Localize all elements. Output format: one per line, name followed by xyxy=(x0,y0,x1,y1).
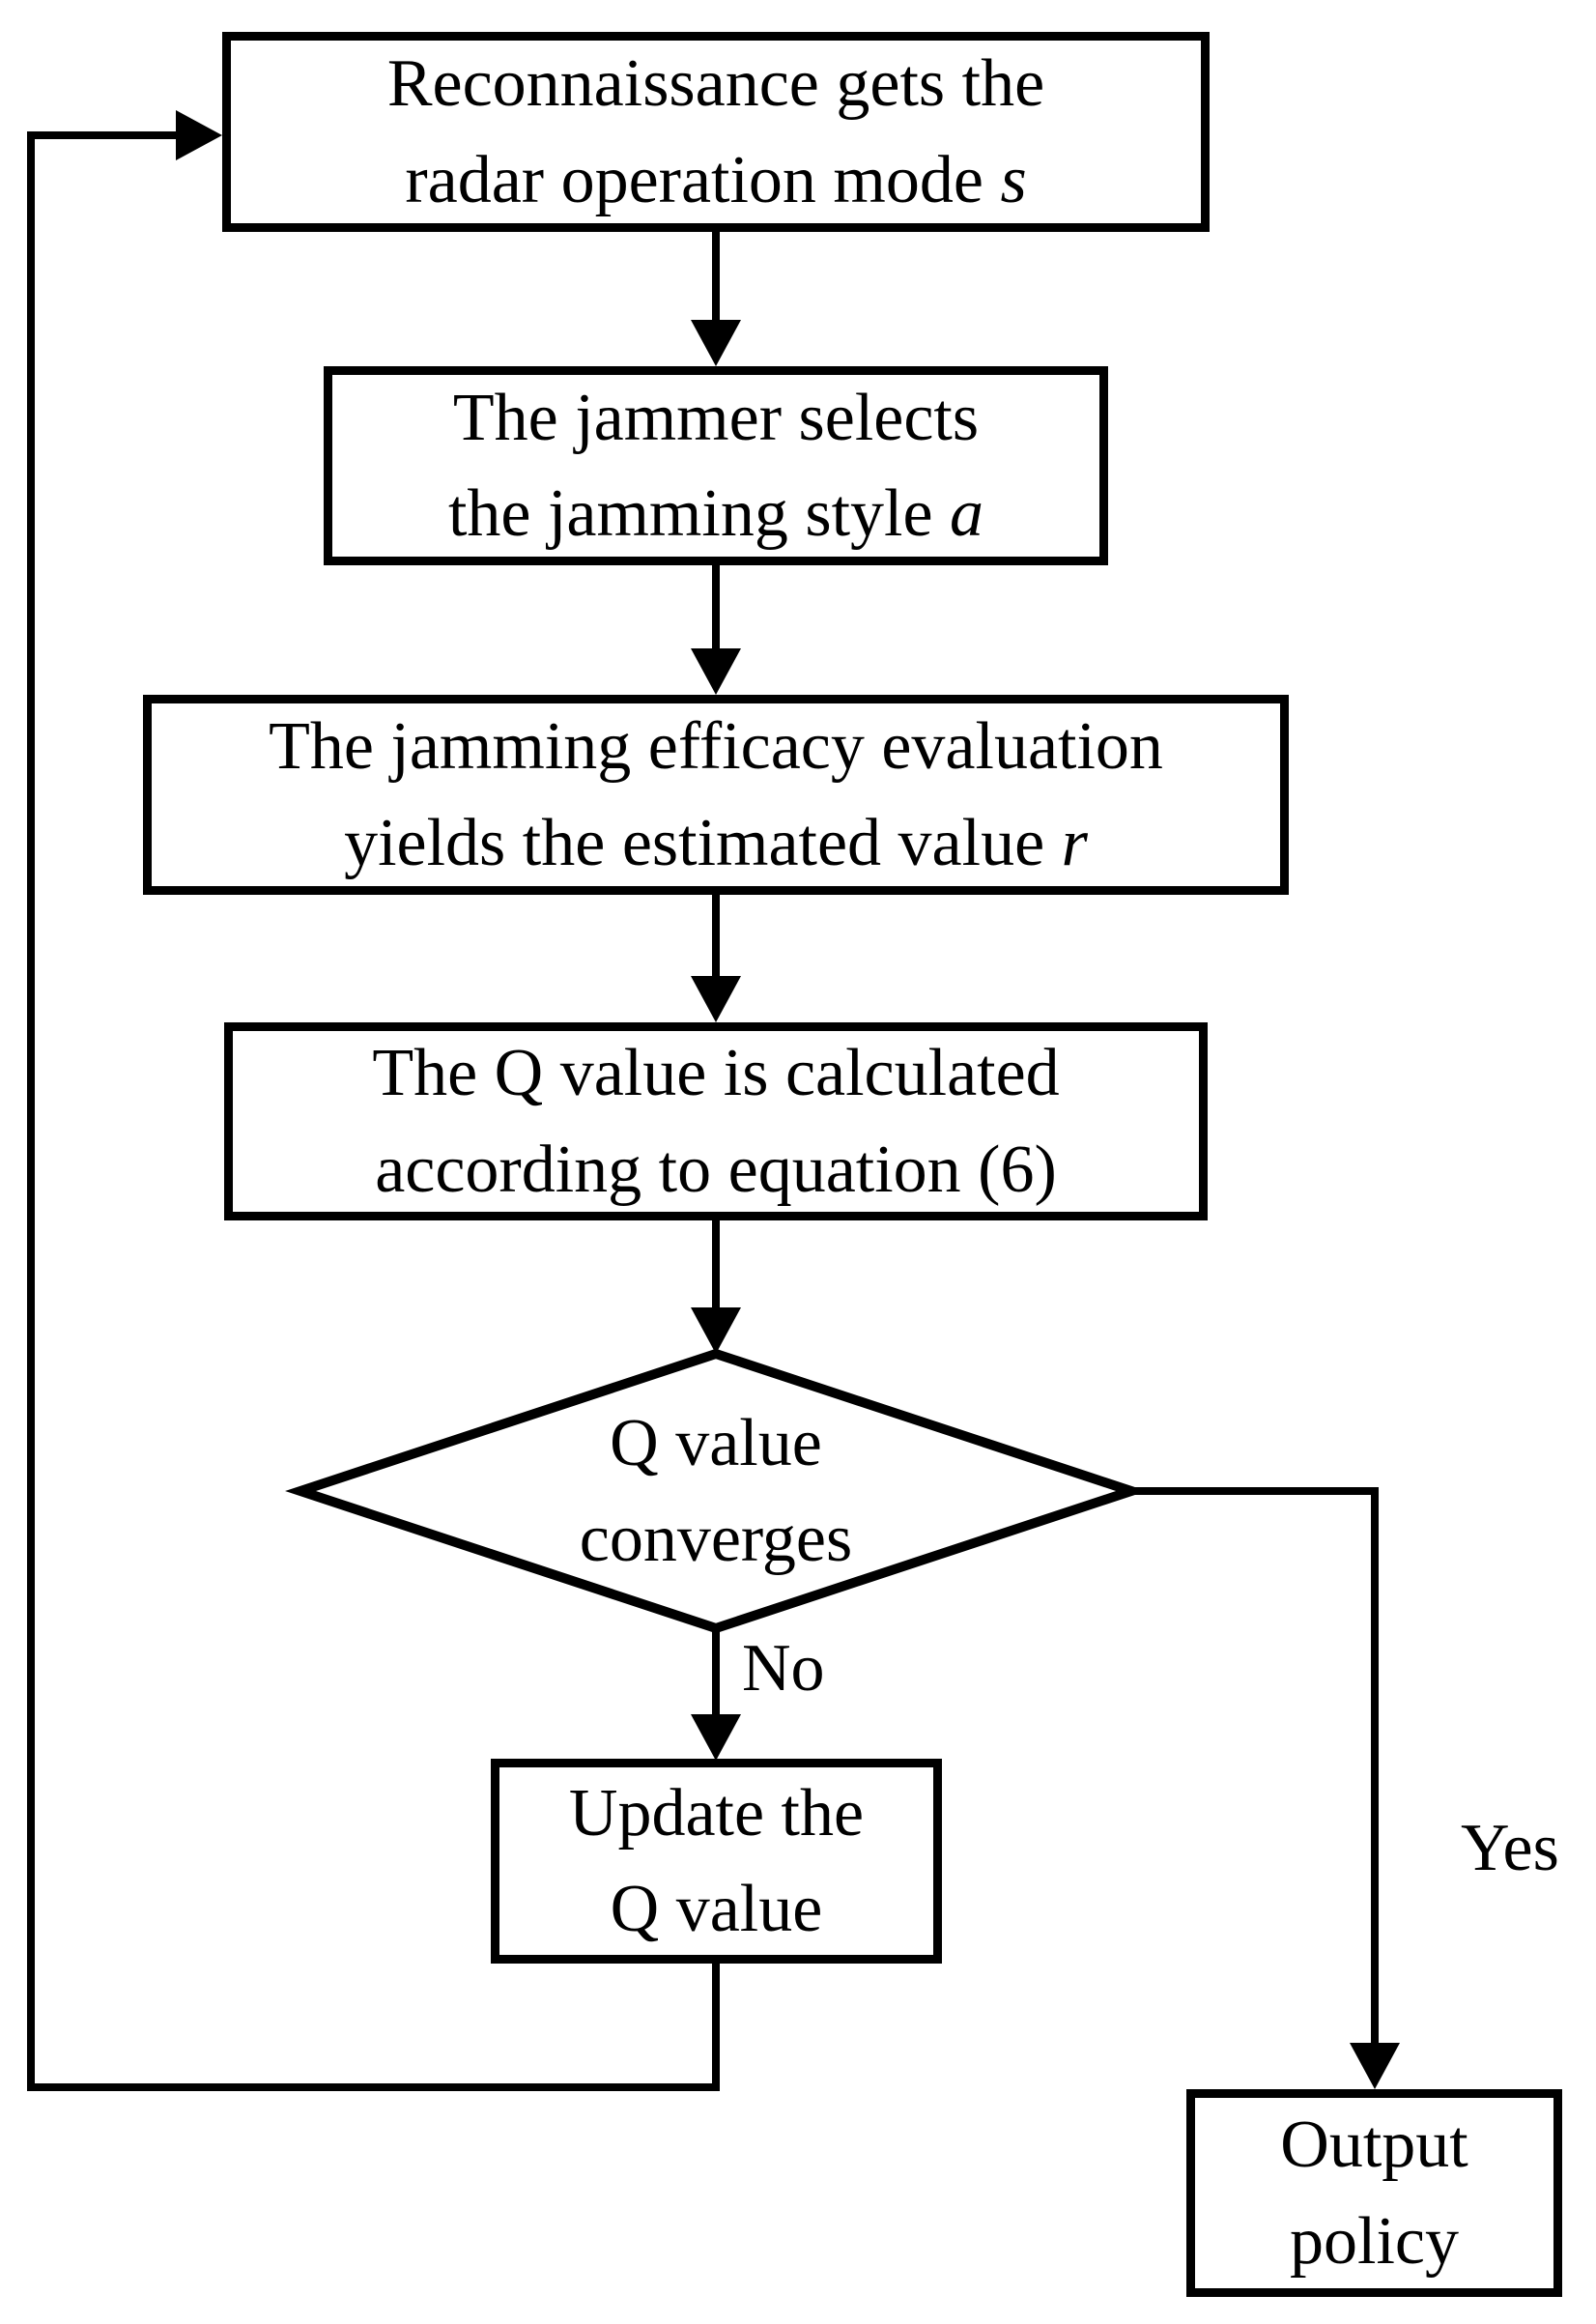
node-text-line: Reconnaissance gets the xyxy=(386,46,1045,122)
node-text-line: Update the xyxy=(568,1775,865,1851)
variable-r: r xyxy=(1061,805,1088,880)
node-jammer-selects: The jammer selects the jamming style a xyxy=(324,366,1108,565)
node-text-line: the jamming style a xyxy=(447,476,984,551)
node-text-line: policy xyxy=(1290,2203,1459,2279)
arrowhead-qcalc-to-decision xyxy=(691,1307,741,1354)
node-q-calculation: The Q value is calculated according to e… xyxy=(224,1022,1208,1220)
arrowhead-efficacy-to-qcalc xyxy=(691,976,741,1022)
yes-branch-line xyxy=(1128,1487,1379,2080)
arrowhead-yes-into-output xyxy=(1350,2043,1400,2089)
arrowhead-loop-into-reconnaissance xyxy=(176,110,222,160)
node-text-line: Q value xyxy=(610,1405,822,1480)
node-text-line: Output xyxy=(1280,2108,1468,2183)
node-text-line: radar operation mode s xyxy=(405,142,1027,217)
node-reconnaissance: Reconnaissance gets the radar operation … xyxy=(222,32,1210,232)
node-text-line: The jamming efficacy evaluation xyxy=(269,709,1163,785)
loop-back-line xyxy=(27,131,720,2091)
node-update-q: Update the Q value xyxy=(491,1759,942,1964)
arrowhead-jammer-to-efficacy xyxy=(691,648,741,695)
arrowhead-reconnaissance-to-jammer xyxy=(691,320,741,366)
edge-label-yes: Yes xyxy=(1461,1811,1559,1885)
node-text-line: yields the estimated value r xyxy=(344,805,1088,880)
edge-label-no: No xyxy=(742,1631,825,1706)
node-text-line: Q value xyxy=(610,1872,823,1946)
node-efficacy-evaluation: The jamming efficacy evaluation yields t… xyxy=(143,695,1289,895)
variable-a: a xyxy=(950,476,984,551)
variable-s: s xyxy=(1000,142,1027,217)
decision-diamond-text: Q value converges xyxy=(300,1354,1131,1628)
node-text-line: The Q value is calculated xyxy=(372,1036,1060,1111)
arrowhead-decision-no xyxy=(691,1714,741,1761)
node-text-line: converges xyxy=(579,1502,853,1576)
node-output-policy: Output policy xyxy=(1186,2089,1562,2297)
node-text-line: The jammer selects xyxy=(452,380,980,455)
node-text-line: according to equation (6) xyxy=(375,1132,1057,1207)
